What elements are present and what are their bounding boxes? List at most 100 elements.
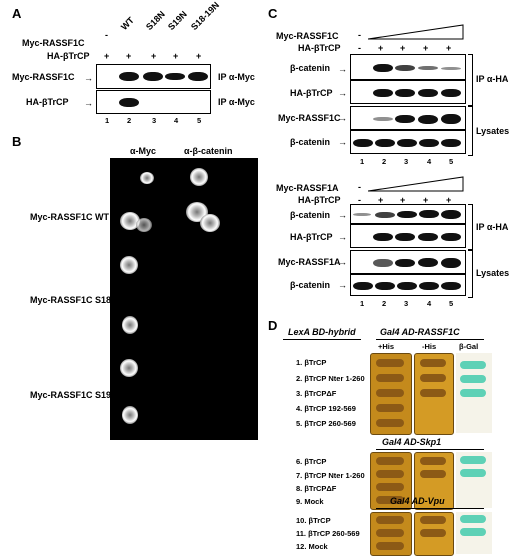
arrow-icon: →: [338, 280, 347, 290]
panel-a-lane-3: 3: [152, 116, 157, 125]
cell: [122, 406, 138, 424]
band: [418, 89, 438, 97]
panel-c-top-plus-4: +: [423, 43, 429, 53]
band: [143, 72, 163, 81]
colony-streak: [376, 516, 404, 524]
ip-bracket: [468, 54, 473, 106]
band: [418, 233, 438, 241]
band: [373, 259, 393, 267]
panel-c-bot-treat2: HA-βTrCP: [298, 195, 341, 205]
panel-b-row-s19n: Myc-RASSF1C S19N: [30, 390, 118, 400]
panel-c-bot-blot3: [350, 250, 466, 274]
panel-c-bot-blot2-label: HA-βTrCP: [290, 232, 333, 242]
panel-d-g1-4: 4. βTrCP 192-569: [296, 404, 356, 413]
panel-d-g2-6: 6. βTrCP: [296, 457, 327, 466]
band: [165, 73, 185, 80]
colony-streak: [376, 542, 404, 550]
panel-a-lane-1: 1: [105, 116, 110, 125]
band: [373, 233, 393, 241]
band: [397, 139, 417, 147]
colony-streak: [420, 470, 446, 478]
panel-a-ip1: IP α-Myc: [218, 72, 255, 82]
panel-c-top-lane-4: 4: [427, 157, 432, 166]
panel-a-ha-plus-3: +: [151, 51, 157, 61]
panel-a-dash: -: [105, 30, 108, 40]
colony-streak: [420, 359, 446, 367]
ip-bracket: [468, 204, 473, 250]
panel-c-top-ip: IP α-HA: [476, 74, 509, 84]
panel-c-top-blot4: [350, 130, 466, 154]
band: [353, 282, 373, 290]
panel-a-myc-row: Myc-RASSF1C: [22, 38, 85, 48]
panel-d-g3-11: 11. βTrCP 260-569: [296, 529, 360, 538]
plate-his-plus: [370, 353, 412, 435]
band: [395, 259, 415, 267]
band: [441, 258, 461, 268]
panel-c-top-blot2-label: HA-βTrCP: [290, 88, 333, 98]
panel-d-g3-12: 12. Mock: [296, 542, 328, 551]
panel-c-bot-plus-5: +: [446, 195, 452, 205]
panel-c-bot-lane-4: 4: [427, 299, 432, 308]
panel-c-bot-dash: -: [358, 182, 361, 192]
panel-c-top-dash: -: [358, 30, 361, 40]
panel-c-top-treat2: HA-βTrCP: [298, 43, 341, 53]
panel-c-bot-blot2: [350, 224, 466, 248]
arrow-icon: →: [338, 210, 347, 220]
panel-c-top-lysates: Lysates: [476, 126, 510, 136]
band: [441, 139, 461, 147]
colony-streak: [420, 374, 446, 382]
panel-a-col-s18n: S18N: [143, 9, 167, 33]
panel-d-ad1: Gal4 AD-RASSF1C: [380, 327, 460, 337]
band: [119, 72, 139, 81]
panel-d-cond-bgal: β-Gal: [459, 342, 479, 351]
plate-bgal: [456, 512, 492, 554]
cell: [120, 359, 138, 377]
arrow-icon: →: [338, 113, 347, 123]
plate-bgal: [456, 353, 492, 433]
panel-c-top-blot3-label: Myc-RASSF1C: [278, 113, 341, 123]
panel-b-col-catenin: α-β-catenin: [184, 146, 233, 156]
colony-streak: [420, 516, 446, 524]
colony-streak: [460, 389, 486, 397]
plate-his-minus: [414, 452, 454, 510]
panel-a-ha-plus-1: +: [104, 51, 110, 61]
band: [441, 233, 461, 241]
header-underline: [376, 449, 484, 450]
panel-c-bot-treat1: Myc-RASSF1A: [276, 183, 339, 193]
panel-d-g3-10: 10. βTrCP: [296, 516, 331, 525]
lysate-bracket: [468, 250, 473, 298]
cell: [120, 256, 138, 274]
colony-streak: [376, 457, 404, 465]
colony-streak: [376, 374, 404, 382]
band: [119, 98, 139, 107]
panel-c-top-lane-1: 1: [360, 157, 365, 166]
band: [375, 212, 395, 218]
cell: [200, 214, 220, 232]
panel-c-bot-lysates: Lysates: [476, 268, 510, 278]
band: [441, 67, 461, 70]
cell: [190, 168, 208, 186]
panel-c-bot-blot4-label: β-catenin: [290, 280, 330, 290]
colony-streak: [460, 375, 486, 383]
band: [418, 258, 438, 267]
panel-c-bot-plus-2: +: [378, 195, 384, 205]
panel-a-blot2-label: HA-βTrCP: [26, 97, 69, 107]
panel-b-col-myc: α-Myc: [130, 146, 157, 156]
panel-c-bot-lane-2: 2: [382, 299, 387, 308]
colony-streak: [460, 456, 486, 464]
panel-c-top-blot4-label: β-catenin: [290, 137, 330, 147]
panel-c-top-blot2: [350, 80, 466, 104]
band: [418, 66, 438, 70]
band: [353, 213, 371, 216]
panel-d-g1-1: 1. βTrCP: [296, 358, 327, 367]
band: [395, 89, 415, 97]
panel-c-top-blot1-label: β-catenin: [290, 63, 330, 73]
cell: [120, 212, 140, 230]
panel-a-ha-row: HA-βTrCP: [47, 51, 90, 61]
cell: [140, 172, 154, 184]
panel-c-top-treat1: Myc-RASSF1C: [276, 31, 339, 41]
panel-a-blot1-label: Myc-RASSF1C: [12, 72, 75, 82]
band: [441, 282, 461, 290]
band: [395, 115, 415, 123]
panel-c-top-blot1: [350, 54, 466, 80]
